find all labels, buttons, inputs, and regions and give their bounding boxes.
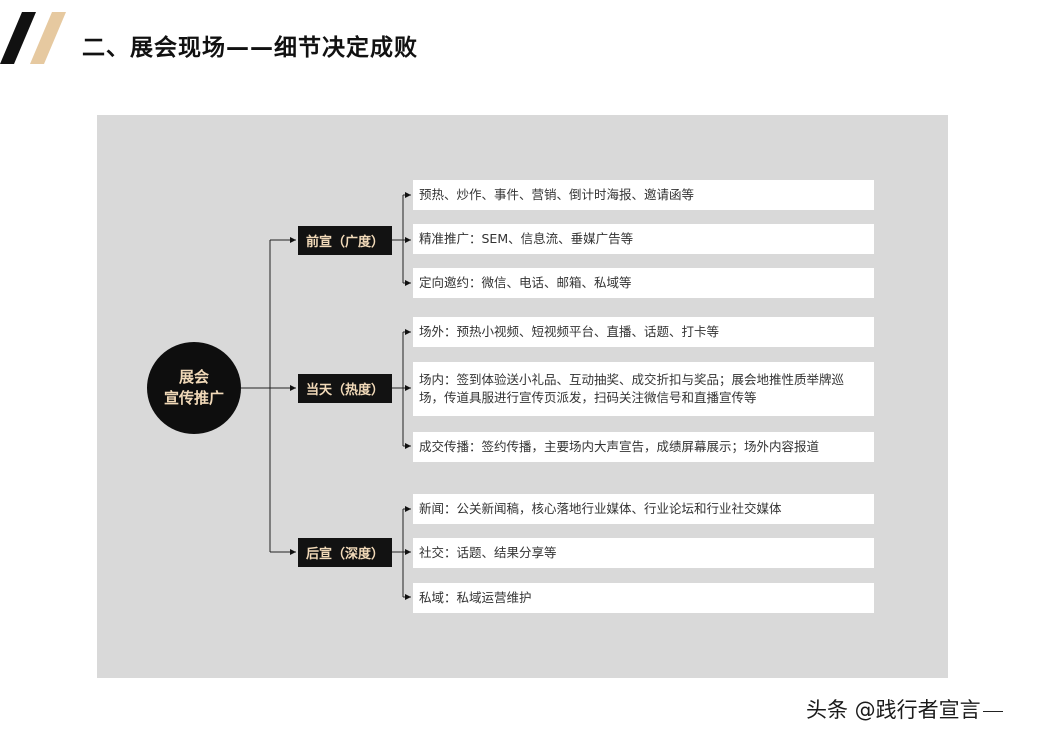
root-node: 展会 宣传推广 bbox=[147, 342, 241, 434]
watermark: 头条 @践行者宣言 bbox=[806, 694, 1003, 724]
leaf-node-3-3: 私域：私域运营维护 bbox=[413, 583, 874, 613]
branch-node-pre: 前宣（广度） bbox=[298, 226, 392, 255]
watermark-text: 头条 @践行者宣言 bbox=[806, 698, 981, 722]
leaf-node-2-1: 场外：预热小视频、短视频平台、直播、话题、打卡等 bbox=[413, 317, 874, 347]
leaf-node-2-3: 成交传播：签约传播，主要场内大声宣告，成绩屏幕展示；场外内容报道 bbox=[413, 432, 874, 462]
root-label-line-1: 展会 bbox=[178, 368, 209, 386]
leaf-node-1-2: 精准推广：SEM、信息流、垂媒广告等 bbox=[413, 224, 874, 254]
root-label-line-2: 宣传推广 bbox=[163, 389, 224, 407]
beige-slash bbox=[30, 12, 66, 64]
branch-node-day: 当天（热度） bbox=[298, 374, 392, 403]
leaf-node-3-1: 新闻：公关新闻稿，核心落地行业媒体、行业论坛和行业社交媒体 bbox=[413, 494, 874, 524]
black-slash bbox=[0, 12, 36, 64]
leaf-node-1-3: 定向邀约：微信、电话、邮箱、私域等 bbox=[413, 268, 874, 298]
watermark-underline bbox=[982, 710, 1003, 712]
leaf-node-2-2: 场内：签到体验送小礼品、互动抽奖、成交折扣与奖品；展会地推性质举牌巡场，传道具服… bbox=[413, 362, 874, 416]
branch-node-post: 后宣（深度） bbox=[298, 538, 392, 567]
page-title: 二、展会现场——细节决定成败 bbox=[82, 35, 418, 61]
leaf-node-1-1: 预热、炒作、事件、营销、倒计时海报、邀请函等 bbox=[413, 180, 874, 210]
header-slash-decoration bbox=[0, 12, 66, 64]
leaf-node-3-2: 社交：话题、结果分享等 bbox=[413, 538, 874, 568]
